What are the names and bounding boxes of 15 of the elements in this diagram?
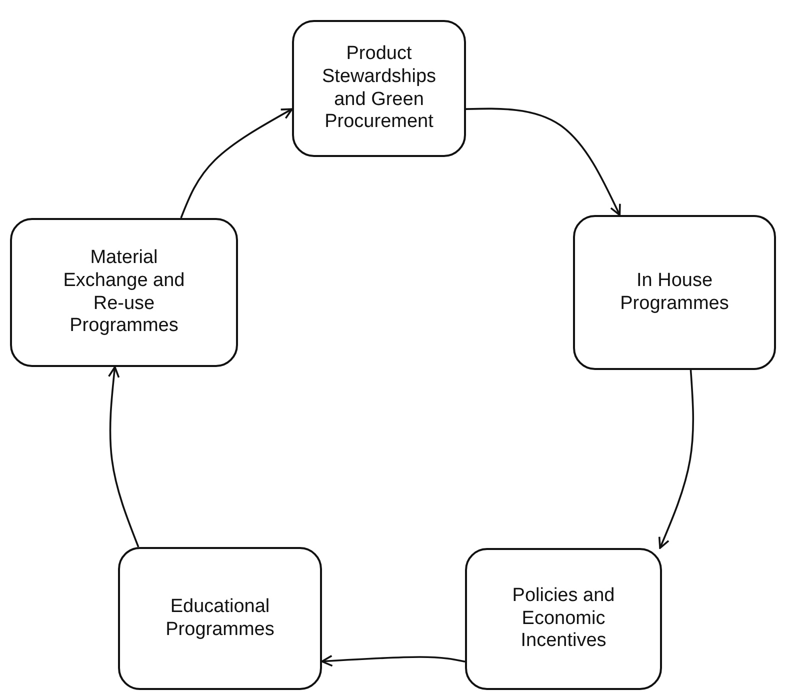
- box-label: Product Stewardships and Green Procurement: [320, 42, 438, 134]
- arrow: [658, 370, 694, 549]
- box-label: Educational Programmes: [164, 596, 276, 642]
- box-label: In House Programmes: [619, 270, 730, 316]
- process-box: [118, 547, 322, 690]
- arrow: [108, 366, 140, 548]
- process-box: [292, 20, 466, 157]
- process-box: [10, 218, 238, 367]
- process-box: [465, 548, 662, 690]
- process-box: [573, 215, 776, 370]
- arrow: [466, 108, 621, 216]
- box-label: Policies and Economic Incentives: [511, 584, 616, 654]
- arrow: [321, 654, 466, 667]
- arrow: [180, 108, 293, 218]
- box-label: Material Exchange and Re-use Programmes: [62, 246, 186, 338]
